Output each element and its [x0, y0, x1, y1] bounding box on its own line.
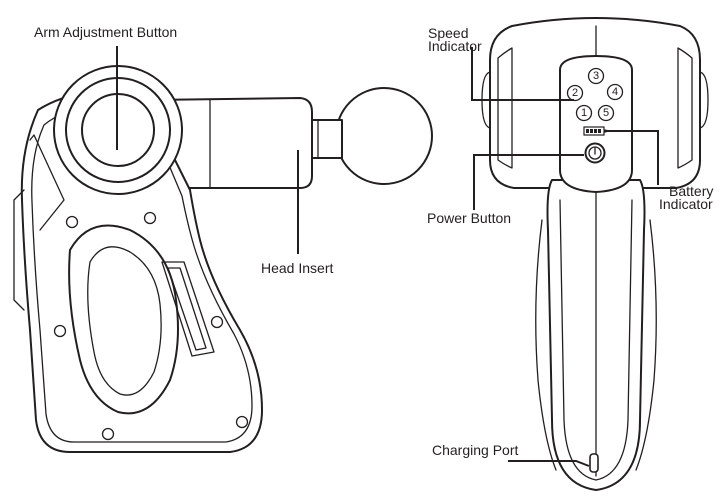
- leader-battery-indicator: [606, 130, 659, 185]
- speed-level-2: 2: [572, 87, 578, 99]
- leader-charging-port: [508, 460, 590, 467]
- speed-indicator: 1 2 3 4 5: [566, 67, 624, 122]
- control-panel: [559, 55, 633, 193]
- speed-level-1: 1: [581, 107, 587, 119]
- label-arm-adjustment: Arm Adjustment Button: [34, 24, 177, 40]
- label-battery-indicator-line1: Battery: [669, 183, 713, 199]
- label-battery-indicator-line2: Indicator: [659, 196, 713, 212]
- battery-indicator-icon: [583, 126, 607, 136]
- label-power-button: Power Button: [427, 210, 511, 226]
- head-insert-ball: [335, 87, 433, 185]
- leader-speed-indicator: [471, 47, 574, 101]
- speed-level-3: 3: [593, 70, 599, 82]
- speed-level-5: 5: [603, 107, 609, 119]
- label-head-insert: Head Insert: [261, 260, 333, 276]
- arm-barrel: [149, 97, 313, 189]
- label-charging-port: Charging Port: [432, 442, 518, 458]
- vent-slot: [161, 261, 215, 357]
- label-speed-indicator-line2: Indicator: [428, 38, 482, 54]
- grip-outer: [68, 224, 179, 415]
- speed-level-4: 4: [612, 86, 618, 98]
- grip-inner: [87, 246, 162, 396]
- leader-power-button: [473, 154, 584, 210]
- charging-port: [589, 453, 599, 473]
- side-view: [13, 65, 433, 453]
- rear-view: 1 2 3 4 5: [481, 17, 709, 491]
- label-speed-indicator-line1: Speed: [428, 25, 468, 41]
- power-button-icon[interactable]: [584, 142, 606, 164]
